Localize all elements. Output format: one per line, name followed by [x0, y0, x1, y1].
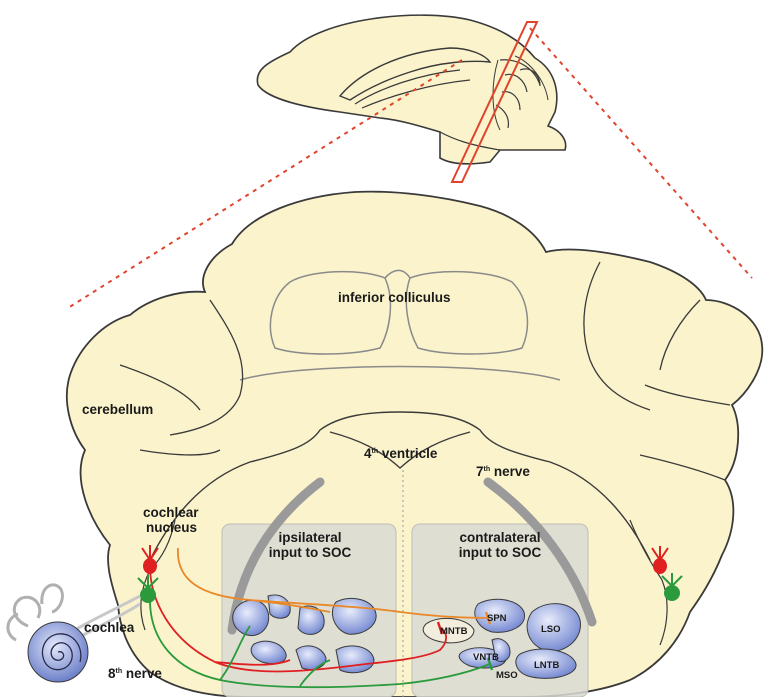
green-neuron-soma-left: [140, 587, 156, 603]
label-cochlear-nucleus-line1: cochlear: [143, 505, 199, 520]
label-mntb: MNTB: [440, 626, 468, 637]
nucleus-ipsi-1: [233, 600, 269, 635]
label-cerebellum: cerebellum: [82, 402, 153, 417]
label-contralateral-line1: contralateral: [459, 530, 540, 545]
red-neuron-soma-right: [653, 558, 667, 574]
label-ipsilateral-line1: ipsilateral: [278, 530, 341, 545]
sagittal-brain: [257, 15, 565, 182]
label-inferior-colliculus: inferior colliculus: [338, 290, 451, 305]
label-contralateral-line2: input to SOC: [459, 545, 542, 560]
label-vntb: VNTB: [473, 652, 499, 663]
label-spn: SPN: [487, 613, 507, 624]
label-eighth-nerve: 8th nerve: [108, 666, 162, 681]
green-neuron-soma-right: [664, 585, 680, 601]
red-neuron-soma-left: [143, 558, 157, 574]
label-mso: MSO: [496, 670, 518, 681]
label-lso: LSO: [541, 624, 561, 635]
label-ipsilateral-line2: input to SOC: [269, 545, 352, 560]
label-cochlear-nucleus-line2: nucleus: [146, 520, 197, 535]
projection-line-right: [530, 28, 752, 278]
nucleus-ipsi-7: [336, 646, 374, 673]
label-cochlea: cochlea: [84, 620, 135, 635]
label-lntb: LNTB: [534, 660, 559, 671]
